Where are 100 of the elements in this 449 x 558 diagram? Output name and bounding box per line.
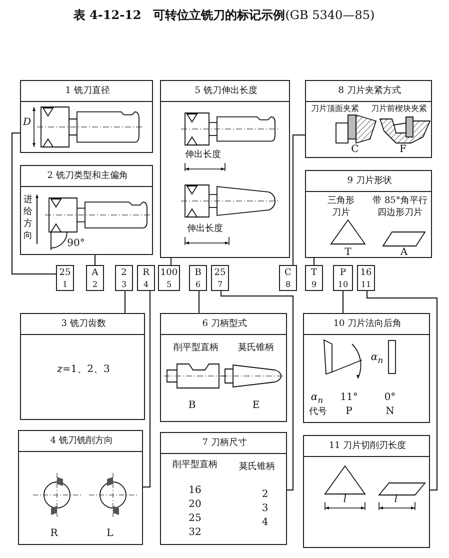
caption-label: 莫氏锥柄 [238,342,274,354]
position-number: 5 [166,279,172,291]
position-number: 11 [360,279,372,291]
table-value: 32 [188,527,202,539]
dimension-label: 伸出长度 [185,149,221,161]
panel-heading: 3 铣刀齿数 [61,318,106,330]
code-box [137,265,155,291]
panel-heading: 8 刀片夹紧方式 [338,85,401,97]
panel-box [20,165,153,255]
connector-line [366,290,438,490]
connector-line [292,134,306,266]
code-value: B [194,267,202,279]
code-value: 100 [160,267,178,279]
caption-label: 刀片顶面夹紧 [311,103,359,115]
position-number: 2 [92,279,98,291]
code-letter: E [252,400,260,412]
position-number: 7 [217,279,223,291]
caption-label: 三角形刀片 [326,195,356,219]
dimension-symbol: D [22,117,32,129]
panel-heading: 4 铣刀铣削方向 [50,435,113,447]
connector-line [170,258,172,266]
connector-line [198,290,200,314]
position-number: 6 [195,279,201,291]
panel-box [160,432,287,545]
code-letter: T [344,247,352,259]
code-box [86,265,104,291]
angle-symbol: α$_{n}$ [310,392,324,406]
panel-box [305,80,432,158]
table-value: 20 [188,499,202,511]
connector-line [342,290,344,314]
code-letter: R [50,528,58,540]
code-box [357,265,375,291]
panel-heading: 6 刀柄型式 [202,318,247,330]
panel-heading: 9 刀片形状 [347,175,392,187]
panel-heading: 10 刀片法向后角 [333,318,402,330]
code-value: 25 [59,267,71,279]
connector-line [142,290,150,488]
position-number: 1 [62,279,68,291]
caption-label: 刀片前楔块夹紧 [371,103,427,115]
panel-box [160,80,290,258]
formula-text: z=1、2、3 [57,364,110,376]
angle-symbol: α$_{n}$ [370,352,384,366]
table-title: 表 4-12-12 可转位立铣刀的标记示例(GB 5340—85) [73,8,375,23]
code-box [56,265,74,291]
code-box [305,265,323,291]
panel-heading: 2 铣刀类型和主偏角 [47,170,128,182]
dimension-symbol: l [343,494,347,506]
angle-label: 90° [67,238,85,250]
code-letter: N [386,406,394,418]
dimension-label: 伸出长度 [187,223,223,235]
code-box [158,265,180,291]
panel-box [303,435,430,548]
caption-label: 削平型直柄 [174,342,218,354]
table-value: 4 [262,517,268,529]
table-value: 0° [384,392,396,404]
table-value: 11° [340,392,358,404]
code-value: 2 [121,267,127,279]
panel-heading: 5 铣刀伸出长度 [194,85,258,97]
table-value: 25 [188,513,202,525]
panel-heading: 1 铣刀直径 [65,85,110,97]
code-box [333,265,353,291]
code-box [279,265,297,291]
code-box [115,265,133,291]
column-header: 削平型直柄 [172,459,218,471]
panel-box [303,313,430,423]
code-letter: A [400,247,408,259]
position-number: 8 [285,279,291,291]
code-letter: P [346,406,352,418]
code-value: 16 [360,267,372,279]
position-number: 9 [311,279,317,291]
row-label: 代号 [309,406,327,418]
panel-box [18,430,143,545]
connector-line [220,290,294,490]
code-box [189,265,207,291]
code-letter: B [188,400,196,412]
code-letter: L [106,528,114,540]
panel-heading: 7 刀柄尺寸 [202,437,247,449]
column-header: 莫氏锥柄 [239,461,275,473]
code-value: A [92,267,98,279]
code-letter: C [351,144,359,156]
caption-label: 带 85°角平行四边形刀片 [372,195,428,219]
table-value: 16 [188,485,202,497]
panel-heading: 11 刀片切削刃长度 [328,440,406,452]
code-box [211,265,229,291]
direction-label: 进给方向 [23,194,33,242]
connector-line [12,132,56,274]
code-value: 25 [214,267,226,279]
panel-box [20,313,145,420]
panel-box [20,80,153,153]
position-number: 10 [338,279,348,291]
code-value: C [284,267,292,279]
code-value: P [340,267,346,279]
connector-line [124,290,126,314]
panel-box [160,313,287,422]
code-value: R [142,267,150,279]
connector-line [94,254,96,266]
table-value: 3 [262,503,268,515]
code-letter: F [400,144,406,156]
position-number: 3 [121,279,127,291]
position-number: 4 [143,279,149,291]
